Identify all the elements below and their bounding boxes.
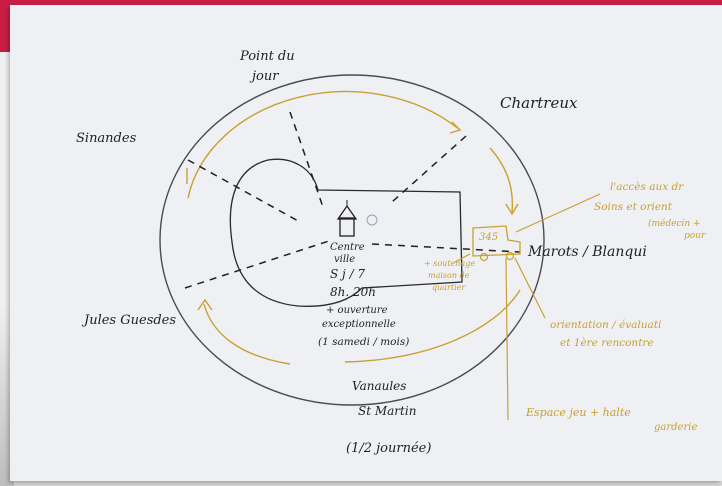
mobile-van-icon xyxy=(472,225,521,262)
label-half-day: (1/2 journée) xyxy=(346,441,431,456)
divider-northeast xyxy=(391,135,467,203)
connector-care xyxy=(515,193,601,233)
route-arrow-south xyxy=(344,289,521,363)
divider-northwest xyxy=(187,159,301,223)
center-line-4: 8h. 20h xyxy=(330,285,376,299)
note-care-access-1: l'accès aux dr xyxy=(610,181,684,193)
note-care-access-2: Soins et orient xyxy=(594,201,673,213)
center-line-2: ville xyxy=(334,254,355,265)
connector-play-space xyxy=(505,257,509,421)
paper-sheet: 345 Point du jour Chartreux Sinandes Jul… xyxy=(10,5,722,481)
note-play-space-1: Espace jeu + halte xyxy=(525,406,631,419)
note-play-space-2: garderie xyxy=(654,422,697,433)
note-orientation-2: et 1ère rencontre xyxy=(560,337,654,349)
label-jules-guesdes: Jules Guesdes xyxy=(81,313,176,328)
label-marots-blanqui: Marots / Blanqui xyxy=(527,244,647,260)
arrowhead-north xyxy=(449,121,462,134)
label-vanaules: Vanaules xyxy=(352,379,406,393)
route-arrow-north xyxy=(187,90,461,199)
center-line-6: exceptionnelle xyxy=(322,319,396,330)
city-center-outline xyxy=(229,158,463,307)
note-care-access-4: pour xyxy=(684,231,706,241)
center-line-3: S j / 7 xyxy=(330,267,365,281)
note-care-access-3: (médecin + xyxy=(648,218,701,229)
center-line-1: Centre xyxy=(330,242,365,253)
town-hall-icon xyxy=(336,200,378,237)
note-house-3: quartier xyxy=(432,283,466,292)
van-number: 345 xyxy=(479,232,498,243)
note-house-2: maison de xyxy=(428,271,470,280)
divider-west xyxy=(184,239,333,289)
center-line-5: + ouverture xyxy=(326,305,388,316)
route-arrow-east xyxy=(489,147,514,213)
label-chartreux: Chartreux xyxy=(500,94,578,112)
center-text-block: Centre ville S j / 7 8h. 20h + ouverture… xyxy=(318,242,409,348)
note-orientation-1: orientation / évaluati xyxy=(550,319,661,331)
label-point-du-jour-2: jour xyxy=(249,69,279,84)
top-accent-bar xyxy=(0,0,722,7)
arrowhead-east xyxy=(505,203,519,216)
label-point-du-jour-1: Point du xyxy=(239,49,295,64)
connector-orientation xyxy=(514,257,546,319)
divider-north xyxy=(289,111,325,211)
divider-east xyxy=(371,243,521,253)
arrowhead-southwest xyxy=(197,298,213,311)
hand-drawn-map: 345 Point du jour Chartreux Sinandes Jul… xyxy=(76,49,706,456)
label-st-martin: St Martin xyxy=(358,404,416,418)
route-arrow-southwest xyxy=(203,303,291,365)
note-house-1: + soutenage xyxy=(424,259,475,268)
outer-circle xyxy=(159,74,545,406)
label-sinandes: Sinandes xyxy=(76,131,137,146)
center-line-7: (1 samedi / mois) xyxy=(318,336,409,348)
connector-house xyxy=(454,253,471,263)
